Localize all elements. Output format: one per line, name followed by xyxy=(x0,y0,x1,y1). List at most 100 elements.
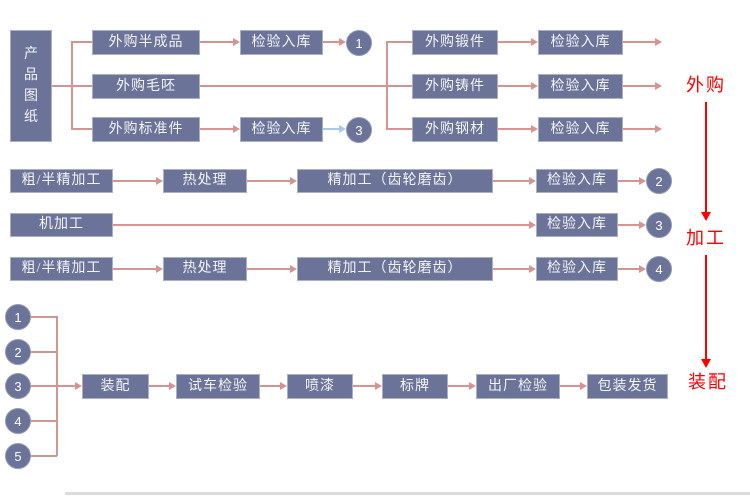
line-stage-down-1 xyxy=(705,102,707,212)
connector-4-label: 4 xyxy=(655,261,663,277)
connector-3b-label: 3 xyxy=(655,217,663,233)
line-source-row2 xyxy=(71,85,92,87)
connector-in-4: 4 xyxy=(5,408,31,434)
line-collector-assemble xyxy=(57,385,77,387)
line-paint-plate xyxy=(353,385,377,387)
line-source-row3 xyxy=(71,128,92,130)
node-buy-casting: 外购铸件 xyxy=(412,74,498,99)
node-finish-b: 精加工（齿轮磨齿） xyxy=(297,257,493,281)
node-heat-a-label: 热处理 xyxy=(182,173,228,188)
line-blank-long xyxy=(200,85,412,87)
arrow-right-icon xyxy=(639,221,646,229)
connector-3-label: 3 xyxy=(355,122,363,138)
line-branch-forging xyxy=(387,41,412,43)
line-inspect-c1 xyxy=(323,41,340,43)
node-nameplate: 标牌 xyxy=(382,374,448,399)
arrow-right-icon xyxy=(529,177,536,185)
node-buy-blank-label: 外购毛呸 xyxy=(116,78,176,94)
line-stub-4 xyxy=(31,420,57,422)
arrow-right-blue-icon xyxy=(339,125,346,133)
connector-2: 2 xyxy=(646,168,672,194)
node-product-drawing: 产品图纸 xyxy=(10,30,52,142)
connector-4: 4 xyxy=(646,256,672,282)
line-rough-heat-a xyxy=(113,180,158,182)
line-heat-finish-a xyxy=(247,180,292,182)
line-inspect-out-3 xyxy=(623,128,656,130)
node-inspect-label: 检验入库 xyxy=(251,34,312,50)
line-stub-2 xyxy=(31,351,57,353)
node-rough-b-label: 粗/半精加工 xyxy=(21,261,102,276)
line-branch-steel xyxy=(387,128,412,130)
arrow-right-icon xyxy=(580,382,587,390)
arrow-right-icon xyxy=(639,265,646,273)
node-buy-forging-label: 外购锻件 xyxy=(425,34,485,50)
node-buy-casting-label: 外购铸件 xyxy=(425,78,485,94)
stage-label-purchase: 外购 xyxy=(686,75,726,95)
node-test-run-label: 试车检验 xyxy=(188,378,248,394)
connector-1-label: 1 xyxy=(355,35,363,51)
node-inspect-top-1: 检验入库 xyxy=(240,30,323,55)
node-final-inspect: 出厂检验 xyxy=(476,374,560,399)
node-inspect-label: 检验入库 xyxy=(547,261,607,276)
node-finish-a-label: 精加工（齿轮磨齿） xyxy=(327,173,463,188)
node-inspect-mid-1: 检验入库 xyxy=(536,169,618,193)
node-paint-label: 喷漆 xyxy=(305,378,335,394)
node-buy-standard: 外购标准件 xyxy=(92,117,200,142)
connector-in-1-label: 1 xyxy=(14,309,22,325)
line-stub-1 xyxy=(31,316,57,318)
node-buy-semi: 外购半成品 xyxy=(92,30,200,55)
arrow-right-icon xyxy=(375,382,382,390)
node-buy-standard-label: 外购标准件 xyxy=(108,121,184,137)
node-buy-blank: 外购毛呸 xyxy=(92,74,200,99)
node-rough-b: 粗/半精加工 xyxy=(10,257,113,281)
node-buy-forging: 外购锻件 xyxy=(412,30,498,55)
arrow-right-icon xyxy=(280,382,287,390)
node-rough-a-label: 粗/半精加工 xyxy=(21,173,102,188)
arrow-right-icon xyxy=(529,221,536,229)
line-inspect-c4 xyxy=(618,268,640,270)
node-test-run: 试车检验 xyxy=(176,374,260,399)
connector-in-5: 5 xyxy=(5,443,31,469)
arrow-right-icon xyxy=(233,38,240,46)
line-plate-final xyxy=(448,385,471,387)
node-nameplate-label: 标牌 xyxy=(400,378,430,394)
node-rough-a: 粗/半精加工 xyxy=(10,169,113,193)
node-assemble: 装配 xyxy=(82,374,149,399)
node-paint: 喷漆 xyxy=(287,374,353,399)
node-buy-semi-label: 外购半成品 xyxy=(108,34,184,50)
node-machining: 机加工 xyxy=(10,213,113,237)
line-inspect-c2 xyxy=(618,180,640,182)
line-machining-long xyxy=(113,224,531,226)
connector-in-3-label: 3 xyxy=(14,378,22,394)
arrow-right-icon xyxy=(233,125,240,133)
node-heat-b: 热处理 xyxy=(163,257,247,281)
node-buy-steel: 外购钢材 xyxy=(412,117,498,142)
line-assemble-test xyxy=(149,385,171,387)
arrow-right-icon xyxy=(655,82,662,90)
node-pack-ship-label: 包装发货 xyxy=(597,378,658,394)
connector-in-1: 1 xyxy=(5,304,31,330)
connector-in-3: 3 xyxy=(5,373,31,399)
node-inspect-right-1: 检验入库 xyxy=(538,30,623,55)
line-inspect-c3-blue xyxy=(323,128,340,130)
arrow-right-icon xyxy=(156,177,163,185)
node-finish-b-label: 精加工（齿轮磨齿） xyxy=(327,261,463,276)
arrow-right-icon xyxy=(655,125,662,133)
line-forging-inspect xyxy=(498,41,532,43)
line-source-row1 xyxy=(71,41,92,43)
line-buysemi-inspect xyxy=(200,41,234,43)
node-inspect-label: 检验入库 xyxy=(550,121,611,137)
connector-3: 3 xyxy=(346,117,372,143)
line-test-paint xyxy=(260,385,282,387)
arrow-right-icon xyxy=(655,38,662,46)
node-inspect-mid-3: 检验入库 xyxy=(536,257,618,281)
page-edge xyxy=(65,492,750,495)
line-collector xyxy=(56,316,58,456)
node-final-inspect-label: 出厂检验 xyxy=(488,378,548,394)
node-inspect-mid-2: 检验入库 xyxy=(536,213,618,237)
line-steel-inspect xyxy=(498,128,532,130)
line-stub-3 xyxy=(31,385,57,387)
connector-in-4-label: 4 xyxy=(14,413,22,429)
node-inspect-right-2: 检验入库 xyxy=(538,74,623,99)
node-inspect-label: 检验入库 xyxy=(547,173,607,188)
